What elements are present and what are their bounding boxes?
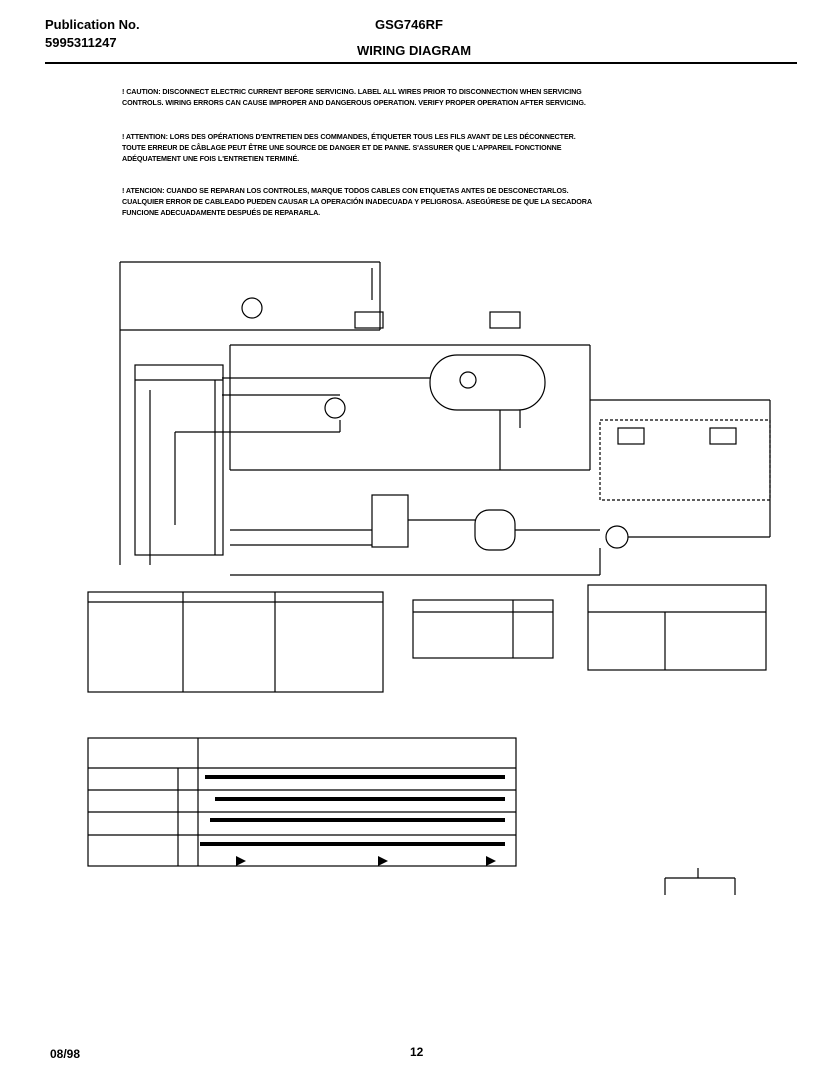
- publication-number: 5995311247: [45, 35, 117, 50]
- model-number: GSG746RF: [375, 17, 443, 32]
- caution-english: ! CAUTION: DISCONNECT ELECTRIC CURRENT B…: [122, 87, 586, 107]
- page-number: 12: [410, 1045, 424, 1059]
- page-title: WIRING DIAGRAM: [357, 43, 472, 58]
- publication-label: Publication No.: [45, 17, 140, 32]
- footer-date: 08/98: [50, 1047, 81, 1061]
- caution-french: ! ATTENTION: LORS DES OPÉRATIONS D'ENTRE…: [122, 132, 576, 163]
- header-rule: [45, 62, 797, 64]
- caution-spanish: ! ATENCION: CUANDO SE REPARAN LOS CONTRO…: [122, 186, 592, 217]
